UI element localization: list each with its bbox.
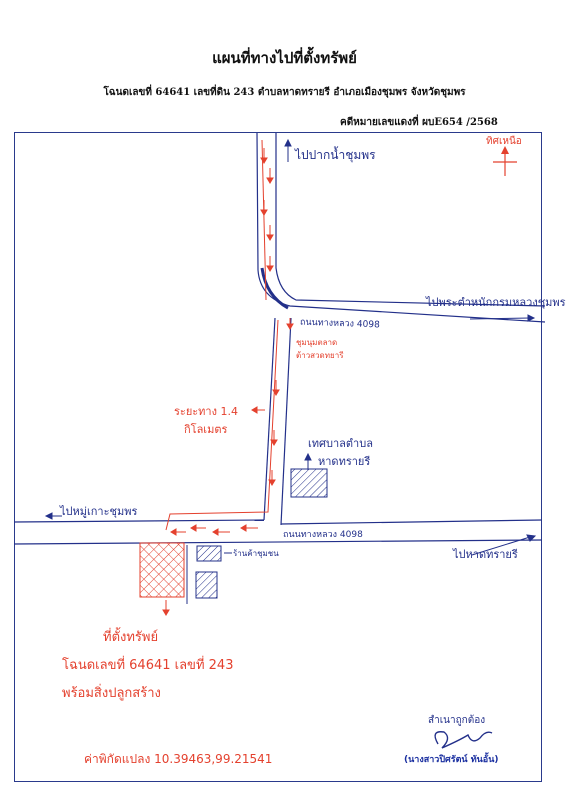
deed-subtitle: โฉนดเลขที่ 64641 เลขที่ดิน 243 ตำบลหาดทร…	[103, 87, 466, 98]
label-road-4098-upper: ถนนทางหลวง 4098	[299, 317, 380, 331]
route-arrows	[162, 148, 294, 616]
north-arrow-icon	[493, 146, 517, 176]
label-condition: พร้อมสิ่งปลูกสร้าง	[62, 686, 161, 701]
neighbor-building	[195, 571, 218, 599]
label-road-4098-main: ถนนทางหลวง 4098	[283, 530, 363, 540]
signature-mark	[434, 731, 493, 749]
label-municipality-1: เทศบาลตำบล	[308, 437, 373, 450]
direction-arrows	[44, 138, 537, 556]
label-deed: โฉนดเลขที่ 64641 เลขที่ 243	[62, 658, 234, 673]
shop-building	[196, 545, 222, 562]
municipality-building	[290, 468, 328, 498]
label-distance-1: ระยะทาง 1.4	[174, 405, 238, 418]
label-coordinates: ค่าพิกัดแปลง 10.39463,99.21541	[84, 752, 273, 766]
road-4098-main	[13, 519, 543, 545]
road-north	[256, 132, 546, 323]
north-label: ทิศเหนือ	[486, 136, 522, 147]
label-to-paknam: ไปปากน้ำชุมพร	[295, 148, 376, 162]
label-municipality-2: หาดทรายรี	[318, 455, 371, 468]
label-certified-copy: สำเนาถูกต้อง	[428, 715, 486, 726]
property-plot	[139, 542, 188, 604]
signer-name: (นางสาวปิศรัตน์ ทันอั้น)	[404, 755, 499, 765]
label-to-ko-maphrao: ไปหมู่เกาะชุมพร	[60, 505, 138, 518]
label-to-training-center: ไปพระตำหนักกรมหลวงชุมพร	[426, 296, 566, 309]
map-frame	[14, 132, 542, 782]
label-shop: ร้านค้าชุมชน	[233, 549, 279, 558]
label-market-note-1: ชุมนุมตลาด	[296, 338, 338, 347]
label-market-note-2: ต้าวสวดทยารี	[296, 351, 344, 360]
label-to-haad-sai-ri: ไปหาดทรายรี	[453, 548, 518, 561]
case-number: คดีหมายเลขแดงที่ ผบE654 /2568	[340, 117, 498, 128]
page-title: แผนที่ทางไปที่ตั้งทรัพย์	[212, 49, 357, 67]
road-connector	[263, 317, 292, 526]
label-distance-2: กิโลเมตร	[184, 423, 228, 436]
label-property: ที่ตั้งทรัพย์	[103, 630, 159, 645]
route-path	[165, 139, 279, 531]
